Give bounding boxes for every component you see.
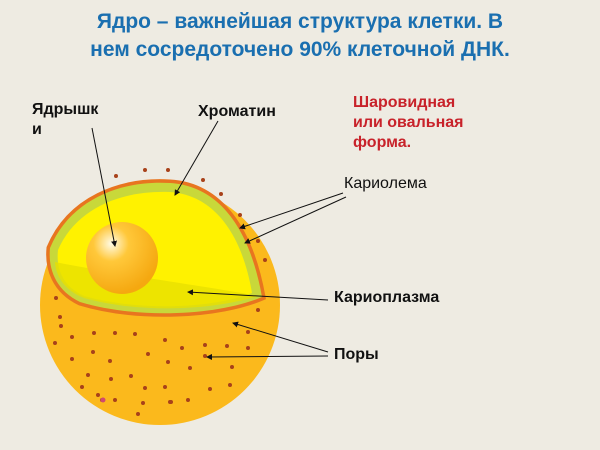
- pointer-karyolemma-2: [244, 196, 347, 244]
- label-chromatin: Хроматин: [198, 103, 276, 120]
- title-line-2: нем сосредоточено 90% клеточной ДНК.: [90, 38, 510, 61]
- label-nucleolus: Ядрышк и: [32, 100, 98, 140]
- note-line-1: Шаровидная: [353, 94, 456, 111]
- note-line-2: или овальная: [353, 114, 464, 131]
- pointer-chromatin: [174, 120, 219, 196]
- pointer-pores-2: [206, 353, 329, 360]
- label-nucleolus-line-2: и: [32, 121, 42, 138]
- label-karyolemma: Кариолема: [344, 175, 427, 192]
- label-pores: Поры: [334, 346, 379, 363]
- label-nucleolus-line-1: Ядрышк: [32, 101, 99, 118]
- title-line-1: Ядро – важнейшая структура клетки. В: [96, 10, 504, 33]
- pointer-karyolemma-1: [239, 192, 344, 230]
- shape-note: Шаровидная или овальная форма.: [353, 93, 463, 153]
- nucleolus: [86, 222, 158, 294]
- pointer-lines: [91, 120, 347, 360]
- note-line-3: форма.: [353, 134, 412, 151]
- pointer-pores-1: [232, 321, 329, 353]
- pores-dots: [53, 168, 267, 416]
- stray-dot: [100, 397, 106, 403]
- pointer-karyoplasm: [187, 289, 329, 301]
- label-karyoplasm: Кариоплазма: [334, 289, 440, 306]
- page-title: Ядро – важнейшая структура клетки. В нем…: [0, 8, 600, 64]
- pointer-nucleolus: [91, 127, 117, 247]
